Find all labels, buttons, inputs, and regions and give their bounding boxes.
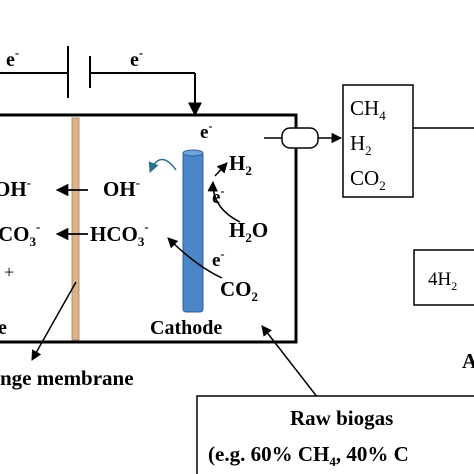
cell-outline	[0, 113, 298, 344]
electron-label-left: e-	[6, 45, 19, 71]
electron-label-right: e-	[130, 45, 143, 71]
partial-label-a: A	[462, 349, 474, 373]
cathode-electrode	[182, 151, 204, 313]
cathode-electron: e-	[200, 119, 212, 143]
h2-product: H2	[229, 151, 252, 178]
anode-partial-plus: +	[4, 262, 14, 282]
water-reduction-arrow	[207, 180, 241, 223]
hco3-label: HCO3-	[90, 219, 149, 249]
biogas-inlet-arrow	[261, 325, 319, 399]
anode-partial-label: e	[0, 317, 7, 339]
h2o-reactant: H2O	[229, 218, 268, 245]
product-gas-box	[342, 84, 414, 198]
methanation-reactant: 4H2	[428, 269, 457, 293]
co2-reactant: CO2	[220, 277, 258, 304]
oh-left-partial: OH-	[0, 175, 31, 201]
cathode-top	[182, 149, 204, 157]
external-circuit: e- e-	[0, 45, 202, 117]
raw-biogas-composition: (e.g. 60% CH4, 40% C	[208, 442, 409, 469]
electron-co2: e-	[212, 247, 224, 271]
raw-biogas-title: Raw biogas	[290, 406, 393, 430]
methanation-box	[413, 249, 474, 306]
product-ch4: CH4	[350, 96, 386, 123]
membrane-label: nge membrane	[0, 366, 134, 390]
raw-biogas-box	[196, 395, 474, 474]
oh-right: OH-	[103, 175, 140, 201]
membrane-pointer	[31, 281, 77, 361]
cathode-label: Cathode	[150, 317, 222, 339]
product-co2: CO2	[350, 166, 386, 193]
ion-exchange-membrane	[71, 117, 80, 341]
oh-production-arrow	[148, 158, 177, 173]
co3-left-partial: CO3-	[0, 219, 40, 249]
co2-conversion-arrow	[167, 237, 223, 279]
carbonate-row: CO3- HCO3-	[0, 219, 149, 249]
product-h2: H2	[350, 131, 372, 158]
outlet-tube	[281, 127, 319, 149]
hydroxide-row: OH- OH-	[0, 175, 140, 201]
h2-evolution-arrow	[214, 162, 228, 177]
electron-h2o: e-	[212, 184, 224, 208]
